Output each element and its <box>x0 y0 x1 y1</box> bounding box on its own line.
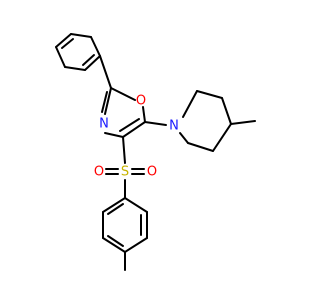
bond-oxazole-sulfonyl <box>122 136 126 164</box>
oxazole-nitrogen-label: N <box>99 117 109 132</box>
phenyl-ring <box>55 33 101 71</box>
bond-phenyl-oxazole <box>99 55 112 89</box>
sulfonyl-bonds <box>105 168 145 175</box>
sulfonyl-oxygen-right-label: O <box>147 165 157 180</box>
molecule-structure: O N N S O O <box>55 33 256 271</box>
bond-oxazole-piperidine <box>144 121 167 126</box>
sulfonyl-oxygen-left-label: O <box>94 165 104 180</box>
oxazole-ring <box>101 87 146 138</box>
sulfonyl-sulfur-label: S <box>121 165 129 180</box>
piperidine-ring <box>179 90 232 152</box>
bond-piperidine-methyl <box>230 120 256 125</box>
atom-labels: O N N S O O <box>94 94 179 180</box>
tolyl-ring <box>102 197 148 253</box>
oxazole-oxygen-label: O <box>136 94 146 109</box>
piperidine-nitrogen-label: N <box>169 119 179 134</box>
